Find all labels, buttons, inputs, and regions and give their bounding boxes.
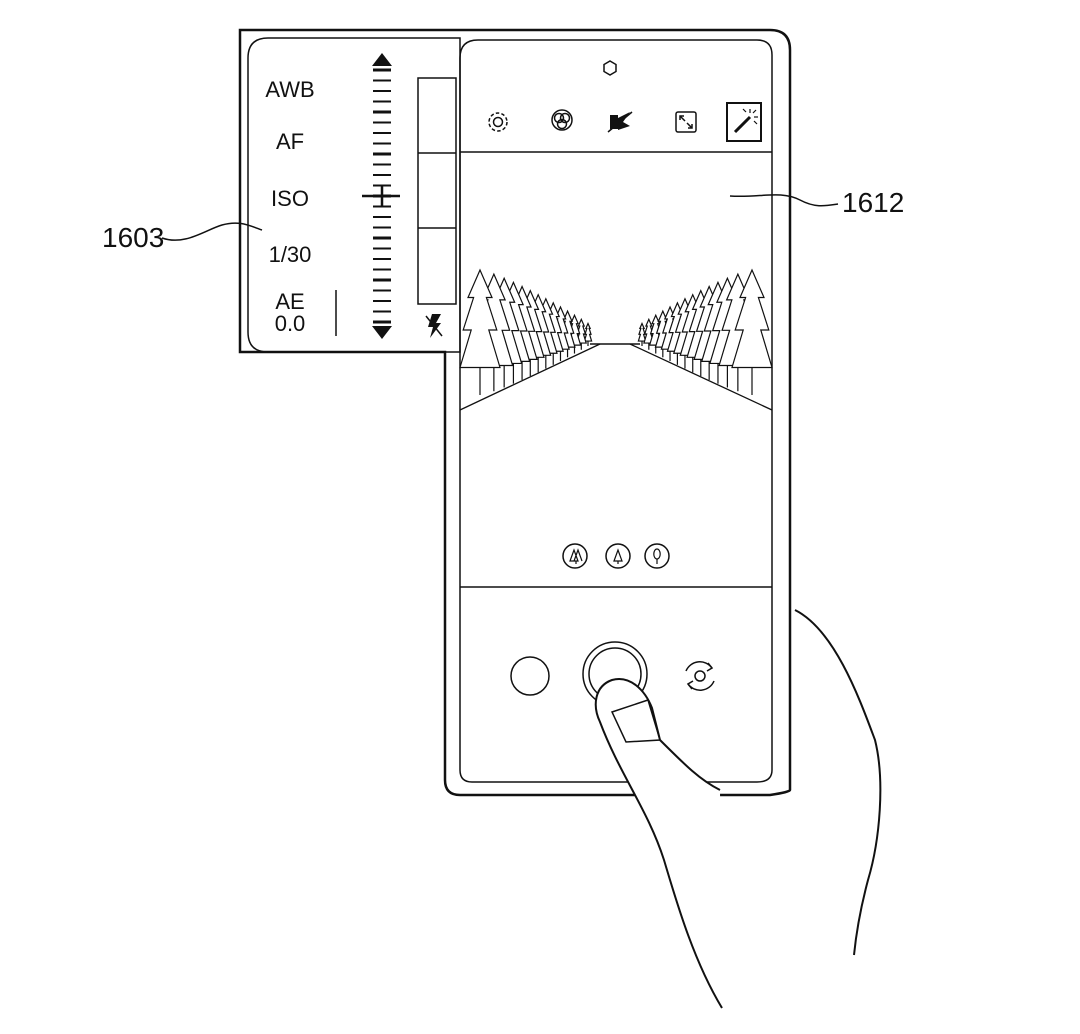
slider-ticks — [373, 68, 391, 324]
reference-leaders — [161, 194, 839, 241]
exposure-slider[interactable] — [362, 53, 400, 339]
reference-1603: 1603 — [102, 222, 164, 253]
selected-indicator — [726, 102, 762, 142]
tree — [637, 321, 647, 342]
main-screen — [459, 39, 773, 783]
flash-off-icon[interactable] — [607, 111, 633, 133]
bottom-controls — [510, 641, 715, 707]
iso-label[interactable]: ISO — [271, 186, 309, 211]
fingernail — [610, 699, 661, 743]
road-edge-left — [459, 343, 601, 411]
tree-mode-1-icon[interactable] — [562, 543, 588, 569]
ae-label[interactable]: AE — [275, 289, 304, 314]
settings-labels: AWB AF ISO 1/30 AE 0.0 — [265, 77, 314, 336]
af-label[interactable]: AF — [276, 129, 304, 154]
slider-up-arrow-icon[interactable] — [372, 53, 392, 66]
road-edge-right — [629, 343, 773, 411]
reference-1612: 1612 — [842, 187, 904, 218]
tree-row-left — [459, 268, 593, 395]
tree-mode-3-icon[interactable] — [644, 543, 670, 569]
slider-thumb[interactable] — [362, 186, 400, 206]
tree — [583, 321, 593, 342]
device-body — [238, 28, 792, 797]
mode-icons — [562, 543, 670, 569]
front-camera-icon — [603, 60, 617, 76]
aspect-ratio-icon[interactable] — [675, 111, 697, 133]
panel-flash-off-icon[interactable] — [425, 314, 443, 338]
toolbar — [488, 102, 762, 142]
shutter-speed-label[interactable]: 1/30 — [269, 242, 312, 267]
tree-mode-2-icon[interactable] — [605, 543, 631, 569]
magic-wand-icon[interactable] — [726, 102, 762, 142]
gallery-thumbnail[interactable] — [510, 656, 550, 696]
settings-panel — [247, 37, 461, 353]
hand-illustration — [594, 609, 882, 1009]
ae-value: 0.0 — [275, 311, 306, 336]
switch-camera-icon[interactable] — [685, 661, 715, 691]
slider-down-arrow-icon[interactable] — [372, 326, 392, 339]
leader-1603 — [161, 222, 263, 241]
tree-row-right — [637, 268, 773, 395]
filter-icon[interactable] — [551, 109, 573, 131]
leader-1612 — [729, 194, 839, 207]
preview-image — [459, 268, 773, 411]
awb-label[interactable]: AWB — [265, 77, 314, 102]
settings-icon[interactable] — [488, 112, 508, 132]
thumbnail-strip — [417, 77, 457, 305]
